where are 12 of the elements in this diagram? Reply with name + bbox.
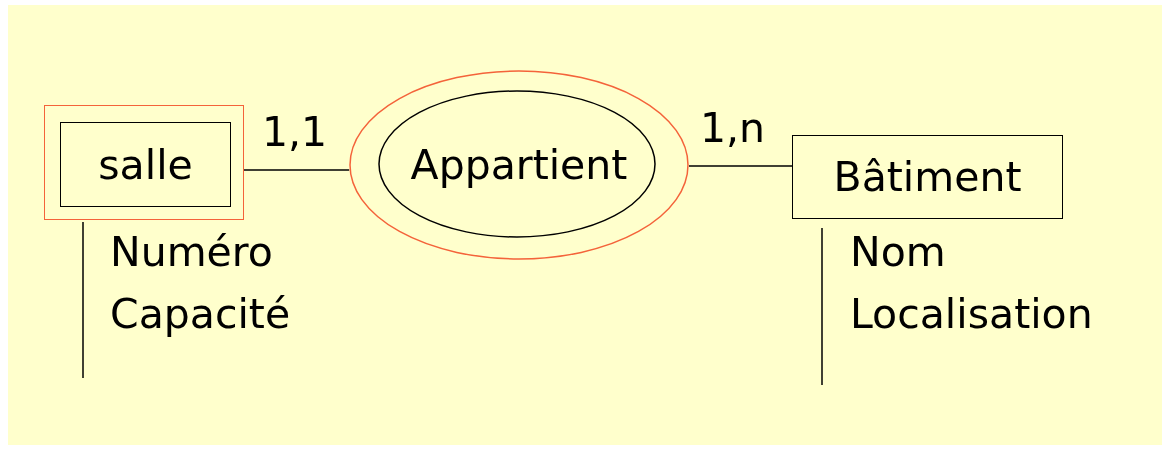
relationship-ellipse xyxy=(349,70,689,260)
attribute-name: Capacité xyxy=(110,290,291,338)
relationship-name: Appartient xyxy=(410,141,628,189)
weak-entity-box xyxy=(44,105,244,220)
attribute-name: Localisation xyxy=(850,290,1093,338)
attribute-name: Nom xyxy=(850,228,946,276)
entity-name: Bâtiment xyxy=(833,153,1022,201)
relationship-line xyxy=(688,165,793,167)
relationship-line xyxy=(243,169,350,171)
entity-name: salle xyxy=(98,140,193,189)
attribute-name: Numéro xyxy=(110,228,273,276)
entity-box xyxy=(792,135,1063,219)
